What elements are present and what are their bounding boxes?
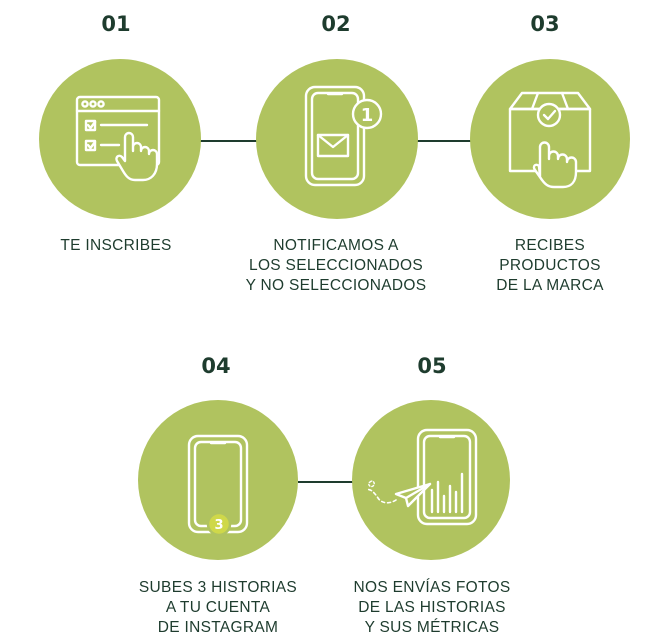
phone-chart-send-icon <box>365 428 478 526</box>
step-circle-04: 3 <box>138 400 298 560</box>
step-label-03-line-3: DE LA MARCA <box>496 277 604 294</box>
step-label-05-line-2: DE LAS HISTORIAS <box>358 599 506 616</box>
box-touch-icon <box>508 91 592 189</box>
step-label-04-line-1: SUBES 3 HISTORIAS <box>138 579 298 596</box>
step-number-04: 04 <box>201 354 231 378</box>
step-label-05-line-3: Y SUS MÉTRICAS <box>364 619 500 636</box>
step-circle-05 <box>352 400 510 560</box>
step-label-02-line-2: LOS SELECCIONADOS <box>249 257 423 274</box>
step-label-01-line-1: TE INSCRIBES <box>60 237 172 254</box>
step-label-02: NOTIFICAMOS A LOS SELECCIONADOS Y NO SEL… <box>224 236 448 296</box>
step-label-02-line-1: NOTIFICAMOS A <box>273 237 399 254</box>
step-number-03: 03 <box>530 12 560 36</box>
notification-badge-count: 1 <box>361 105 374 126</box>
step-circle-02: 1 <box>256 59 418 219</box>
connector-line-2-3 <box>417 140 471 142</box>
step-circle-01 <box>39 59 201 219</box>
connector-line-4-5 <box>298 481 353 483</box>
step-label-04: SUBES 3 HISTORIAS A TU CUENTA DE INSTAGR… <box>118 578 318 638</box>
connector-line-1-2 <box>200 140 257 142</box>
stories-badge-count: 3 <box>214 518 223 533</box>
step-circle-03 <box>470 59 630 219</box>
step-label-01: TE INSCRIBES <box>30 236 202 256</box>
step-label-04-line-3: DE INSTAGRAM <box>157 619 279 636</box>
step-label-04-line-2: A TU CUENTA <box>165 599 271 616</box>
step-number-02: 02 <box>321 12 351 36</box>
step-label-05-line-1: NOS ENVÍAS FOTOS <box>353 579 511 596</box>
step-number-05: 05 <box>417 354 447 378</box>
step-label-03-line-2: PRODUCTOS <box>499 257 601 274</box>
step-label-03: RECIBES PRODUCTOS DE LA MARCA <box>470 236 630 296</box>
step-label-03-line-1: RECIBES <box>514 237 586 254</box>
browser-form-icon <box>75 95 161 182</box>
phone-stories-icon: 3 <box>187 434 249 537</box>
step-label-05: NOS ENVÍAS FOTOS DE LAS HISTORIAS Y SUS … <box>332 578 532 638</box>
phone-notification-icon: 1 <box>304 85 383 187</box>
step-number-01: 01 <box>101 12 131 36</box>
step-label-02-line-3: Y NO SELECCIONADOS <box>245 277 427 294</box>
